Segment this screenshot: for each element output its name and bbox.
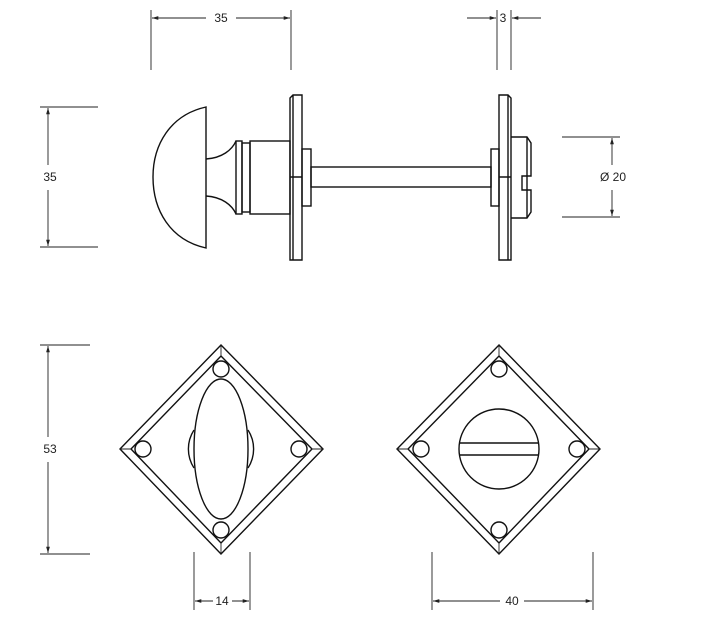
knob-cylinder: [249, 140, 291, 215]
dimension-knob-width: 14: [194, 552, 250, 610]
release-front-view: [396, 343, 601, 556]
screw-hole: [490, 360, 508, 378]
right-rose-plate: [498, 94, 512, 261]
dimension-label: 35: [214, 11, 228, 25]
dimension-side-length: 35: [151, 10, 291, 70]
screw-head: [511, 136, 532, 219]
dimension-label: Ø 20: [600, 170, 626, 184]
knob-neck: [205, 140, 237, 215]
dimension-label: 3: [500, 11, 507, 25]
dimension-label: 40: [505, 594, 519, 608]
left-boss: [301, 148, 312, 207]
turn-knob-front-view: [119, 343, 324, 556]
dimension-rose-thickness: 3: [467, 10, 541, 70]
side-view: [152, 94, 532, 261]
screw-hole: [412, 440, 430, 458]
left-rose-plate: [289, 94, 303, 261]
emergency-release: [458, 408, 540, 490]
dimension-screw-diameter: Ø 20: [562, 137, 626, 217]
dimension-label: 53: [43, 442, 57, 456]
dimension-label: 14: [215, 594, 229, 608]
dimension-rose-height: 53: [40, 345, 90, 554]
screw-hole: [212, 360, 230, 378]
dimension-rose-width: 40: [432, 552, 593, 610]
spindle: [310, 166, 492, 188]
screw-hole: [290, 440, 308, 458]
knob-dome: [152, 106, 207, 249]
dimension-knob-height: 35: [40, 107, 98, 247]
collar-ring: [235, 140, 243, 215]
thumb-turn: [193, 378, 249, 520]
screw-hole: [568, 440, 586, 458]
screw-hole: [212, 521, 230, 539]
right-boss: [490, 148, 500, 207]
dimension-label: 35: [43, 170, 57, 184]
screw-hole: [134, 440, 152, 458]
screw-hole: [490, 521, 508, 539]
